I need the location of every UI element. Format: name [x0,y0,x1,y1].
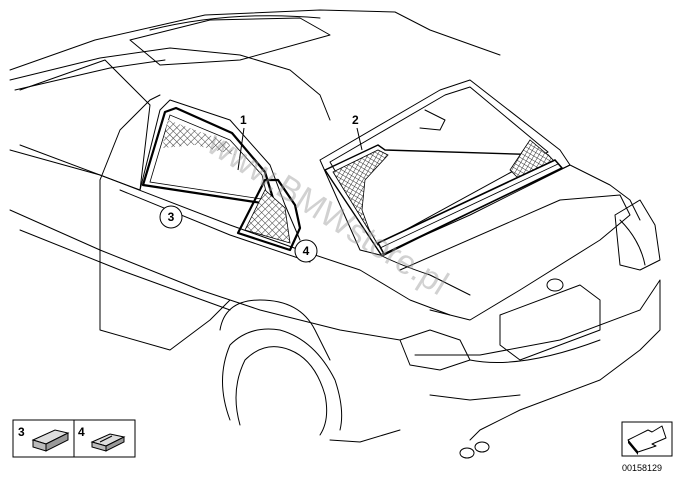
callout-3: 3 [168,210,175,224]
callout-2: 2 [352,113,359,127]
clip-part-4-icon [90,433,126,452]
direction-arrow-box [621,421,673,457]
legend-box: 3 4 [12,419,136,458]
callout-group: 1 2 3 4 [159,113,363,263]
leader-2 [356,127,363,151]
callout-1: 1 [240,113,247,127]
legend-label-3: 3 [18,425,25,439]
callout-4: 4 [303,244,310,258]
part-1-quarter-window [236,178,302,252]
legend-label-4: 4 [78,425,85,439]
callout-4-circle [294,239,318,263]
car-body-outline [9,9,661,459]
part-2-rear-window-sunshade [324,139,563,257]
leader-1 [237,127,245,171]
document-number: 00158129 [622,463,662,473]
callout-3-circle [159,205,183,229]
seal-part-3-icon [31,429,70,452]
arrow-icon [627,425,667,453]
